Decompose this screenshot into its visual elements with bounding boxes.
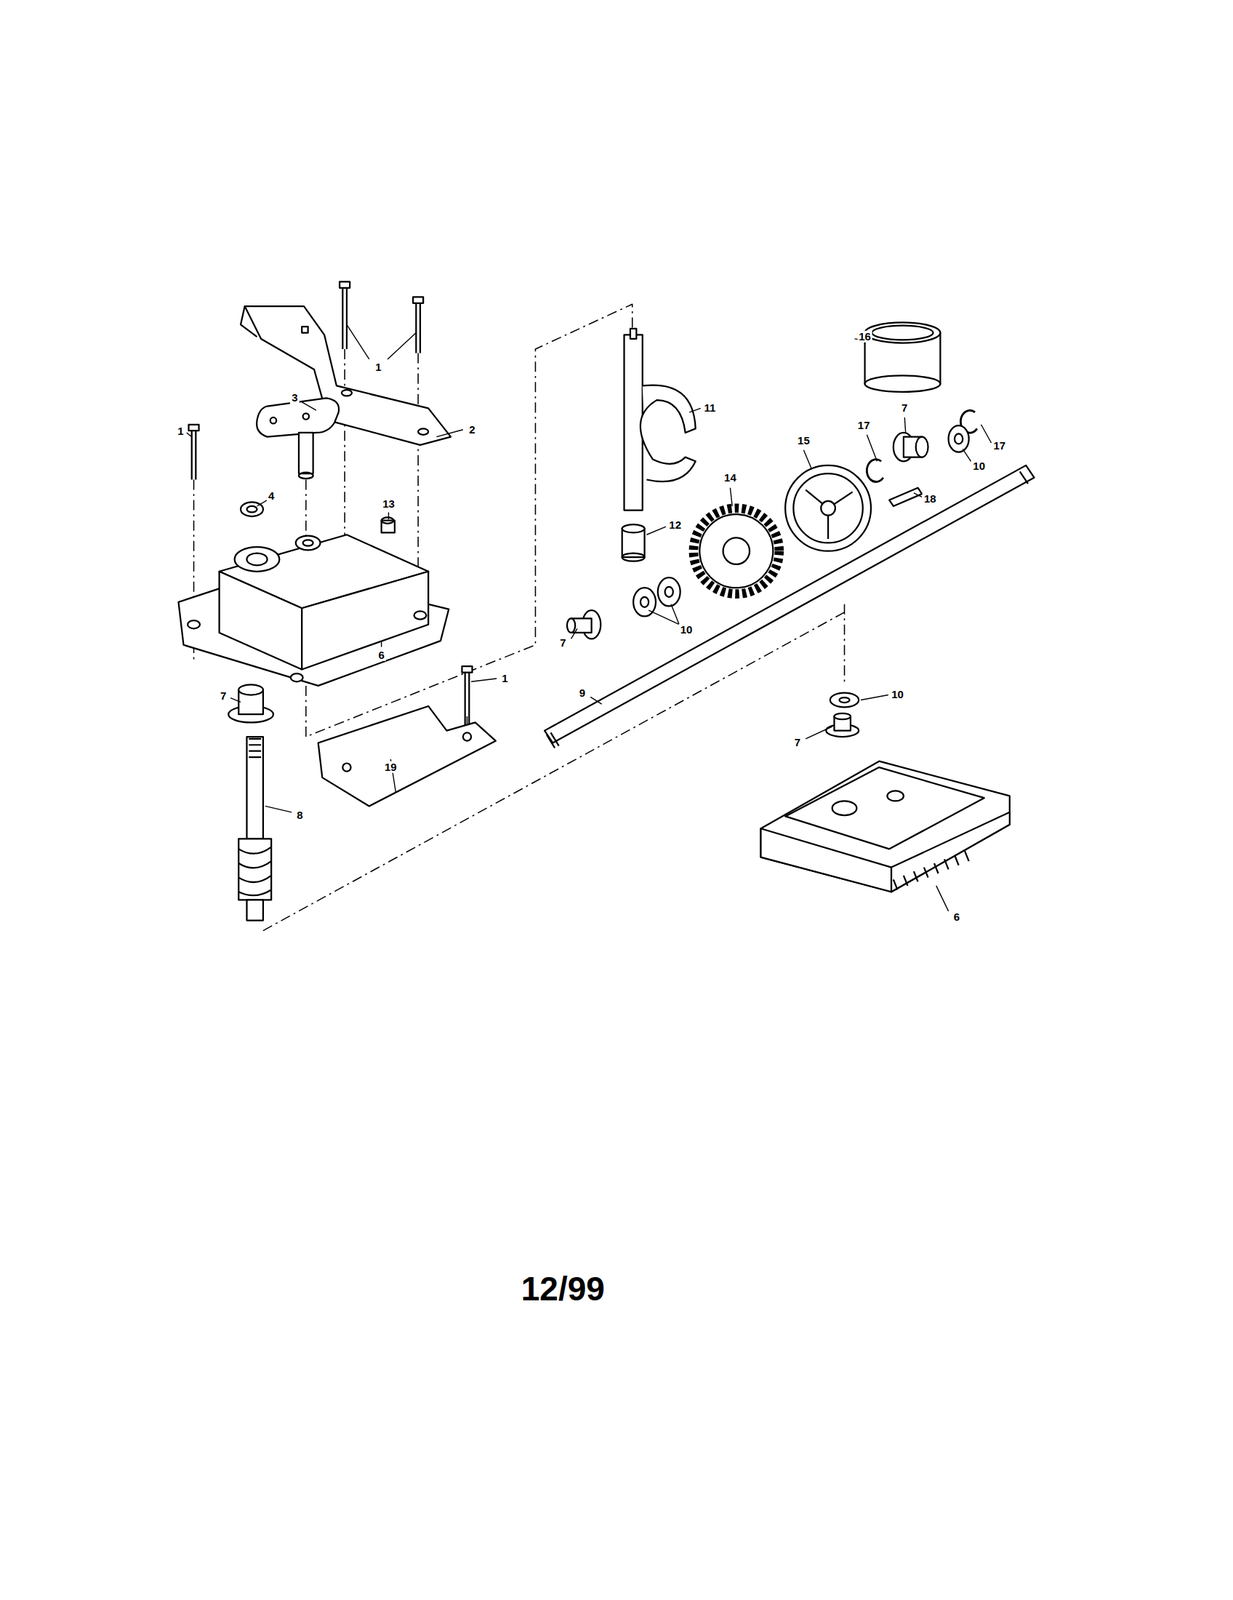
callout-number: 7 — [558, 636, 568, 650]
worm-shaft — [238, 736, 272, 921]
callout-number: 19 — [383, 761, 399, 774]
callout-number: 6 — [952, 910, 962, 924]
callout-number: 15 — [796, 434, 812, 448]
callout-number: 9 — [577, 686, 587, 699]
gear — [693, 508, 780, 594]
shift-fork — [624, 328, 696, 511]
shaft — [544, 465, 1034, 743]
clutch — [785, 465, 871, 552]
callout-number: 18 — [922, 492, 938, 506]
callout-number: 17 — [856, 419, 872, 432]
callout-number: 10 — [889, 688, 906, 701]
callout-number: 1 — [500, 672, 509, 685]
gasket — [318, 705, 496, 806]
callout-number: 10 — [679, 623, 695, 636]
callout-number: 1 — [373, 361, 383, 374]
callout-number: 7 — [900, 402, 909, 415]
callout-number: 4 — [266, 490, 276, 503]
callout-number: 17 — [991, 439, 1007, 453]
callout-number: 3 — [290, 391, 299, 405]
callout-number: 8 — [295, 809, 304, 822]
callout-number: 13 — [380, 497, 397, 511]
callout-number: 10 — [971, 460, 987, 473]
washer — [633, 425, 970, 707]
callout-number: 1 — [175, 425, 185, 438]
callout-number: 11 — [702, 402, 717, 415]
housing — [760, 761, 1010, 893]
housing — [178, 534, 449, 686]
callout-number: 12 — [667, 519, 683, 532]
callout-number: 16 — [857, 330, 873, 344]
assembly-line — [194, 303, 845, 930]
callout-number: 14 — [722, 471, 738, 484]
date-code: 12/99 — [518, 1269, 608, 1307]
callout-number: 6 — [376, 648, 386, 661]
bushing — [865, 322, 941, 392]
callout-number: 2 — [467, 423, 477, 436]
callout-number: 7 — [218, 689, 228, 702]
leader-line — [186, 324, 992, 911]
callout-number: 7 — [793, 736, 802, 749]
